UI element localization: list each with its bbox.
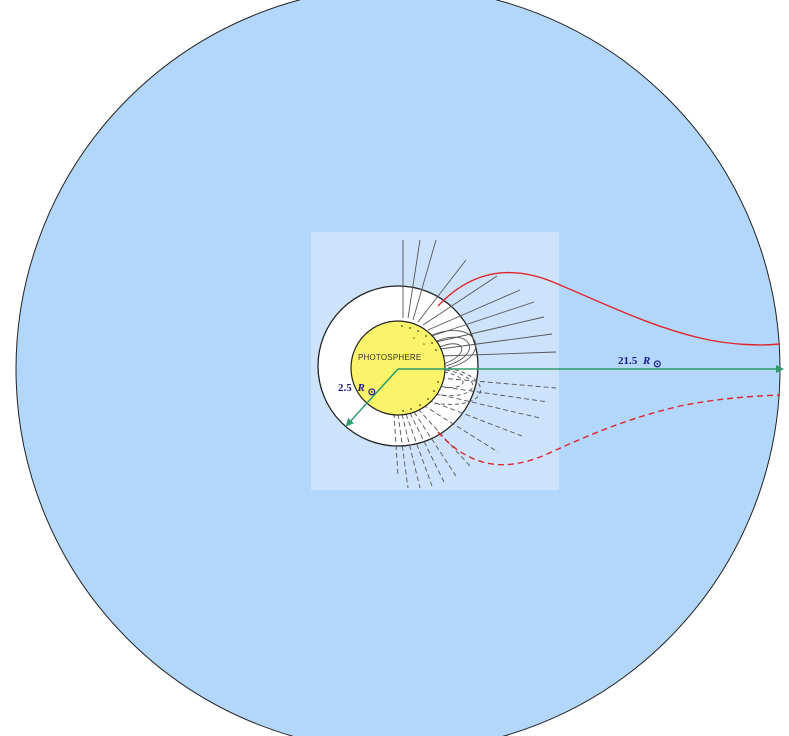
outer-radius-symbol: R (642, 355, 650, 367)
photosphere (350, 320, 446, 416)
photosphere-spots (401, 325, 439, 412)
field-lines (393, 239, 557, 489)
inner-radius-symbol: R (357, 382, 365, 394)
outer-radius-label: 21.5 R ⊙ (618, 355, 661, 370)
photosphere-label: PHOTOSPHERE (358, 353, 421, 362)
inner-radius-value: 2.5 (338, 382, 352, 394)
streamer-boundary-upper (437, 271, 781, 346)
streamer-boundary-lower (437, 394, 781, 466)
outer-radius-value: 21.5 (618, 355, 638, 367)
inner-radius-arrow (345, 368, 399, 427)
inner-sun-symbol-icon: ⊙ (368, 387, 376, 398)
outer-sun-symbol-icon: ⊙ (653, 359, 661, 370)
inner-radius-label: 2.5 R ⊙ (338, 382, 376, 398)
